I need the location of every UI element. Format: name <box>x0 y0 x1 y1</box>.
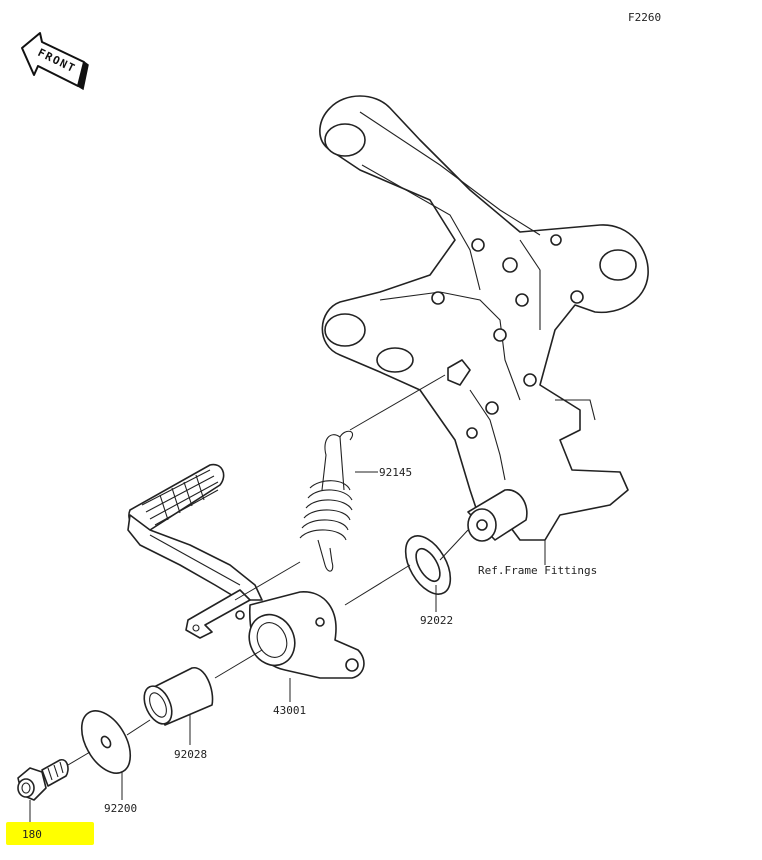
part-label-180[interactable]: 180 <box>22 828 42 841</box>
diagram-code: F2260 <box>628 11 661 24</box>
washer-leader-to-pedal <box>344 564 411 606</box>
pedal-leader-to-spring <box>234 561 301 601</box>
collar-92028 <box>143 667 214 726</box>
frame-fitting-bracket <box>319 95 649 542</box>
part-label-92145: 92145 <box>379 466 412 479</box>
spring-92145 <box>299 430 354 572</box>
part-label-43001: 43001 <box>273 704 306 717</box>
brake-pedal-43001 <box>127 463 365 679</box>
washer-leader-to-shaft <box>439 529 469 561</box>
washer-92022 <box>404 535 452 595</box>
washer2-leader-to-bolt <box>67 751 91 766</box>
pedal-leader-to-collar <box>214 649 263 679</box>
highlight-180 <box>6 822 94 845</box>
spring-leader-to-bracket <box>349 374 446 431</box>
ref-frame-fittings-label: Ref.Frame Fittings <box>478 564 597 577</box>
washer-92200 <box>80 710 132 774</box>
front-arrow-icon: FRONT <box>21 32 89 91</box>
part-label-92028: 92028 <box>174 748 207 761</box>
collar-leader-to-washer <box>126 719 151 736</box>
bolt-180 <box>17 759 69 801</box>
part-label-92022: 92022 <box>420 614 453 627</box>
part-label-92200: 92200 <box>104 802 137 815</box>
